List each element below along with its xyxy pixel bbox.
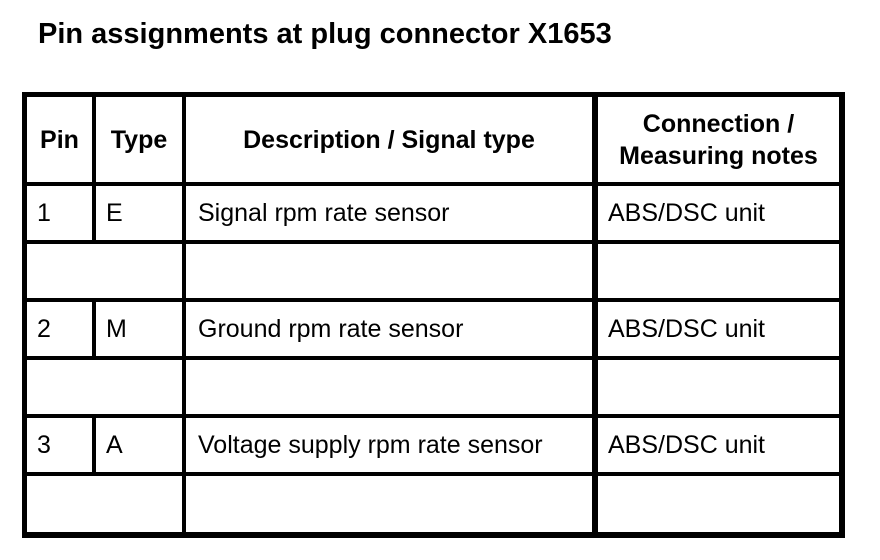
- header-pin: Pin: [27, 97, 92, 182]
- row1-connection: ABS/DSC unit: [598, 186, 839, 240]
- row3-pin: 3: [27, 418, 92, 472]
- header-type: Type: [96, 97, 182, 182]
- pin-assignment-table: Pin Type Description / Signal type Conne…: [22, 92, 845, 538]
- row2-type: M: [96, 302, 182, 356]
- row3-description: Voltage supply rpm rate sensor: [186, 418, 592, 472]
- spacer-row-cell: [186, 360, 592, 414]
- spacer-row-cell: [598, 360, 839, 414]
- row1-description: Signal rpm rate sensor: [186, 186, 592, 240]
- header-connection: Connection / Measuring notes: [598, 97, 839, 182]
- row2-description: Ground rpm rate sensor: [186, 302, 592, 356]
- row1-type: E: [96, 186, 182, 240]
- row2-pin: 2: [27, 302, 92, 356]
- spacer-row-cell: [27, 360, 182, 414]
- row3-connection: ABS/DSC unit: [598, 418, 839, 472]
- spacer-row-cell: [27, 476, 182, 532]
- row1-pin: 1: [27, 186, 92, 240]
- row3-type: A: [96, 418, 182, 472]
- spacer-row-cell: [598, 476, 839, 532]
- page-title: Pin assignments at plug connector X1653: [38, 18, 612, 50]
- spacer-row-cell: [598, 244, 839, 298]
- spacer-row-cell: [186, 244, 592, 298]
- row2-connection: ABS/DSC unit: [598, 302, 839, 356]
- spacer-row-cell: [186, 476, 592, 532]
- header-description: Description / Signal type: [186, 97, 592, 182]
- spacer-row-cell: [27, 244, 182, 298]
